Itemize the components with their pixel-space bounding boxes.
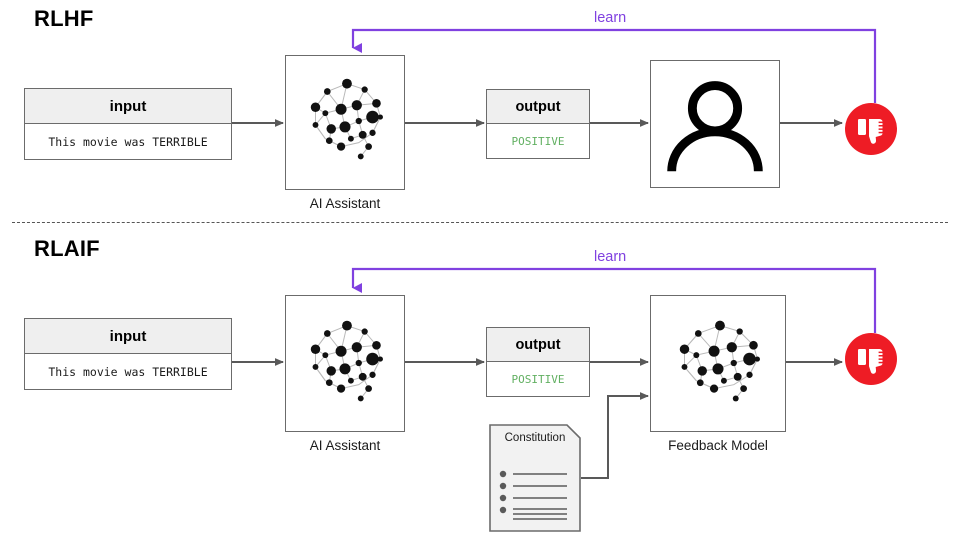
learn-label-rlhf: learn xyxy=(594,10,627,26)
section-title-rlhf: RLHF xyxy=(34,6,94,31)
thumbs-down-badge-rlhf xyxy=(845,103,897,155)
section-divider xyxy=(12,222,948,223)
thumbs-down-icon xyxy=(858,119,883,144)
neural-network-brain-icon xyxy=(679,320,760,402)
thumbs-down-icon xyxy=(858,349,883,374)
constitution-title: Constitution xyxy=(504,432,566,444)
output-card-header: output xyxy=(487,328,589,362)
section-title-rlaif: RLAIF xyxy=(34,236,100,261)
ai-assistant-caption-rlhf: AI Assistant xyxy=(309,196,381,211)
ai-assistant-box-rlaif xyxy=(285,295,405,432)
input-card-value: This movie was TERRIBLE xyxy=(48,134,208,149)
learn-feedback-loop-rlaif xyxy=(351,267,877,333)
ai-assistant-box-rlhf xyxy=(285,55,405,190)
person-icon xyxy=(667,81,763,172)
human-evaluator-box xyxy=(650,60,780,188)
neural-network-brain-icon xyxy=(310,78,383,160)
output-card-rlhf: output POSITIVE xyxy=(486,89,590,159)
input-card-rlaif: input This movie was TERRIBLE xyxy=(24,318,232,390)
neural-network-brain-icon xyxy=(310,320,383,402)
output-card-header: output xyxy=(487,90,589,124)
output-card-rlaif: output POSITIVE xyxy=(486,327,590,397)
output-card-value: POSITIVE xyxy=(511,134,565,148)
input-card-value: This movie was TERRIBLE xyxy=(48,364,208,379)
input-card-header: input xyxy=(25,89,231,124)
thumbs-down-badge-rlaif xyxy=(845,333,897,385)
ai-assistant-caption-rlaif: AI Assistant xyxy=(309,438,381,453)
output-card-value: POSITIVE xyxy=(511,372,565,386)
input-card-rlhf: input This movie was TERRIBLE xyxy=(24,88,232,160)
learn-feedback-loop-rlhf xyxy=(351,28,877,103)
document-icon xyxy=(489,424,581,532)
feedback-model-caption: Feedback Model xyxy=(668,438,768,453)
learn-label-rlaif: learn xyxy=(594,249,627,265)
feedback-model-box xyxy=(650,295,786,432)
constitution-document: Constitution xyxy=(489,424,581,532)
input-card-header: input xyxy=(25,319,231,354)
